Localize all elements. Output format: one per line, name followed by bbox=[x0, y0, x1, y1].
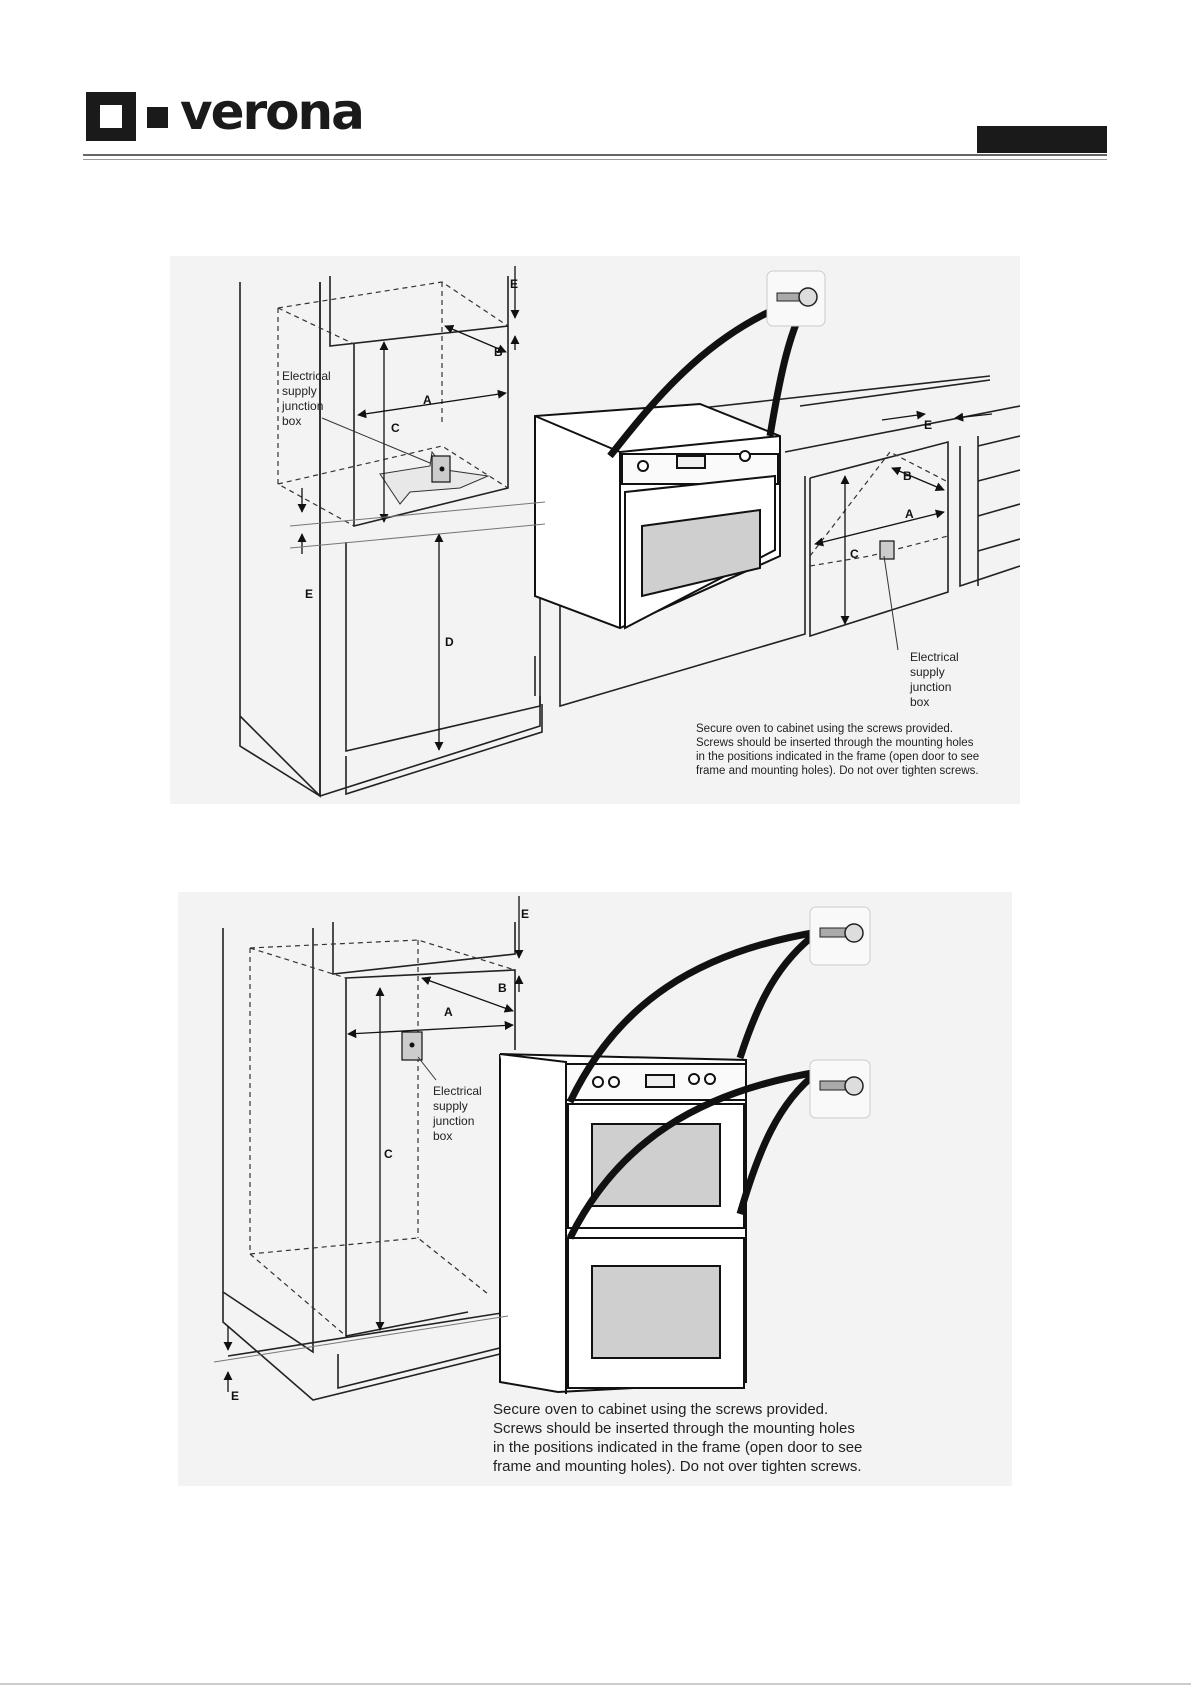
svg-text:in the positions indicated in: in the positions indicated in the frame … bbox=[493, 1439, 862, 1456]
figure-caption: Secure oven to cabinet using the screws … bbox=[493, 1401, 862, 1475]
dimension-d-label: D bbox=[445, 635, 454, 649]
dimension-e-label: E bbox=[924, 418, 932, 432]
single-oven-installation-figure: A B C D E E E B A C Electrical supply ju… bbox=[170, 256, 1020, 804]
dimension-e-label: E bbox=[521, 907, 529, 921]
svg-text:junction: junction bbox=[281, 399, 323, 413]
bottom-rule bbox=[0, 1683, 1191, 1685]
figure-caption: Secure oven to cabinet using the screws … bbox=[696, 723, 979, 777]
dimension-c-label: C bbox=[384, 1147, 393, 1161]
double-wall-oven bbox=[499, 1053, 747, 1394]
dimension-b-label: B bbox=[903, 469, 912, 483]
double-oven-diagram: A B C E E Electrical supply junction box… bbox=[213, 896, 871, 1475]
svg-text:junction: junction bbox=[909, 680, 951, 694]
svg-text:supply: supply bbox=[282, 384, 317, 398]
screw-icon bbox=[819, 1076, 864, 1096]
svg-text:Screws should be inserted thro: Screws should be inserted through the mo… bbox=[493, 1420, 855, 1437]
screw-icon bbox=[819, 923, 864, 943]
junction-box-label: Electrical supply junction box bbox=[909, 650, 959, 709]
svg-text:box: box bbox=[282, 414, 301, 428]
junction-box-label: Electrical supply junction box bbox=[432, 1084, 482, 1143]
dimension-e-label: E bbox=[510, 277, 518, 291]
svg-text:Secure oven to cabinet using t: Secure oven to cabinet using the screws … bbox=[493, 1401, 828, 1418]
dimension-e-label: E bbox=[231, 1389, 239, 1403]
section-tab bbox=[977, 126, 1107, 153]
svg-text:box: box bbox=[910, 695, 929, 709]
dimension-a-label: A bbox=[905, 507, 914, 521]
double-oven-installation-figure: A B C E E Electrical supply junction box… bbox=[178, 892, 1012, 1486]
header-rule bbox=[83, 154, 1107, 156]
dimension-b-label: B bbox=[494, 345, 503, 359]
logo-square-icon bbox=[86, 92, 136, 141]
single-oven-diagram: A B C D E E E B A C Electrical supply ju… bbox=[239, 266, 1020, 798]
svg-text:Screws should be inserted thro: Screws should be inserted through the mo… bbox=[696, 737, 974, 749]
svg-text:Electrical: Electrical bbox=[433, 1084, 482, 1098]
dimension-b-label: B bbox=[498, 981, 507, 995]
svg-text:frame and mounting holes). Do: frame and mounting holes). Do not over t… bbox=[493, 1458, 862, 1475]
screw-icon bbox=[776, 287, 818, 307]
brand-logo: verona bbox=[180, 83, 365, 141]
dimension-e-label: E bbox=[305, 587, 313, 601]
svg-text:in the positions indicated in: in the positions indicated in the frame … bbox=[696, 751, 979, 763]
wall-oven bbox=[534, 402, 781, 630]
svg-text:supply: supply bbox=[910, 665, 945, 679]
junction-box-icon bbox=[879, 540, 895, 560]
dimension-c-label: C bbox=[391, 421, 400, 435]
svg-text:supply: supply bbox=[433, 1099, 468, 1113]
dimension-a-label: A bbox=[423, 393, 432, 407]
svg-text:box: box bbox=[433, 1129, 452, 1143]
svg-text:frame and mounting holes). Do: frame and mounting holes). Do not over t… bbox=[696, 765, 979, 777]
junction-box-label: Electrical supply junction box bbox=[281, 369, 331, 428]
logo-dot-icon bbox=[147, 107, 168, 128]
svg-text:Secure oven to cabinet using t: Secure oven to cabinet using the screws … bbox=[696, 723, 953, 735]
svg-text:Electrical: Electrical bbox=[282, 369, 331, 383]
dimension-a-label: A bbox=[444, 1005, 453, 1019]
svg-text:Electrical: Electrical bbox=[910, 650, 959, 664]
dimension-c-label: C bbox=[850, 547, 859, 561]
header-rule-thin bbox=[83, 159, 1107, 160]
svg-text:junction: junction bbox=[432, 1114, 474, 1128]
